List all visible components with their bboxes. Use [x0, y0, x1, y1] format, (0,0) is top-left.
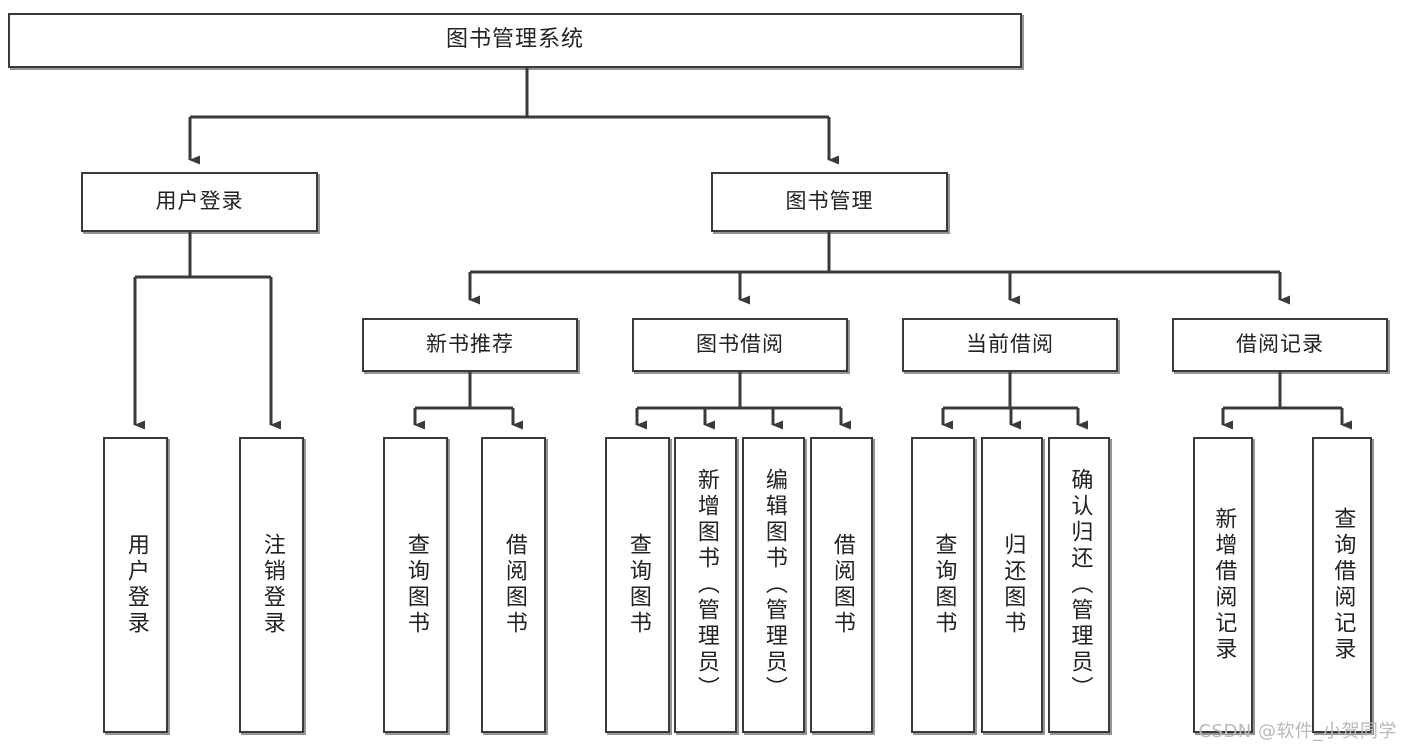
node-label: 注销登录 — [259, 533, 285, 637]
node-label: 当前借阅 — [966, 332, 1054, 357]
node-label: 新增图书（管理员） — [693, 468, 719, 702]
leaf-user-logout[interactable]: 注销登录 — [239, 437, 304, 733]
node-label: 图书管理系统 — [445, 27, 584, 53]
node-label: 查询图书 — [403, 533, 429, 637]
leaf-return-book[interactable]: 归还图书 — [981, 437, 1043, 733]
node-label: 借阅图书 — [501, 533, 527, 637]
leaf-user-login[interactable]: 用户登录 — [103, 437, 168, 733]
node-user-login[interactable]: 用户登录 — [81, 172, 318, 232]
node-label: 用户登录 — [155, 189, 244, 214]
node-label: 查询借阅记录 — [1330, 507, 1356, 663]
node-label: 查询图书 — [625, 533, 651, 637]
leaf-add-record[interactable]: 新增借阅记录 — [1193, 437, 1253, 733]
node-book-manage[interactable]: 图书管理 — [711, 172, 948, 232]
leaf-borrow-book-2[interactable]: 借阅图书 — [810, 437, 873, 733]
node-label: 编辑图书（管理员） — [761, 468, 787, 702]
leaf-query-book-3[interactable]: 查询图书 — [911, 437, 975, 733]
leaf-borrow-book-1[interactable]: 借阅图书 — [481, 437, 546, 733]
node-root-system[interactable]: 图书管理系统 — [8, 13, 1022, 68]
node-label: 新增借阅记录 — [1211, 507, 1237, 663]
node-label: 借阅记录 — [1236, 332, 1324, 357]
node-label: 图书借阅 — [696, 332, 784, 357]
leaf-edit-book[interactable]: 编辑图书（管理员） — [742, 437, 805, 733]
node-label: 查询图书 — [931, 533, 957, 637]
leaf-query-record[interactable]: 查询借阅记录 — [1312, 437, 1372, 733]
leaf-query-book-1[interactable]: 查询图书 — [383, 437, 448, 733]
node-new-book-recommend[interactable]: 新书推荐 — [362, 318, 578, 372]
node-label: 借阅图书 — [829, 533, 855, 637]
node-book-borrow[interactable]: 图书借阅 — [632, 318, 848, 372]
node-label: 图书管理 — [785, 189, 874, 214]
node-label: 确认归还（管理员） — [1067, 468, 1093, 702]
node-borrow-record[interactable]: 借阅记录 — [1172, 318, 1388, 372]
leaf-confirm-return[interactable]: 确认归还（管理员） — [1048, 437, 1110, 733]
watermark: CSDN @软件_小贺同学 — [1198, 721, 1397, 742]
node-label: 归还图书 — [1000, 533, 1026, 637]
node-label: 新书推荐 — [426, 332, 514, 357]
leaf-query-book-2[interactable]: 查询图书 — [605, 437, 670, 733]
leaf-add-book[interactable]: 新增图书（管理员） — [674, 437, 737, 733]
node-label: 用户登录 — [123, 533, 149, 637]
node-current-borrow[interactable]: 当前借阅 — [902, 318, 1118, 372]
